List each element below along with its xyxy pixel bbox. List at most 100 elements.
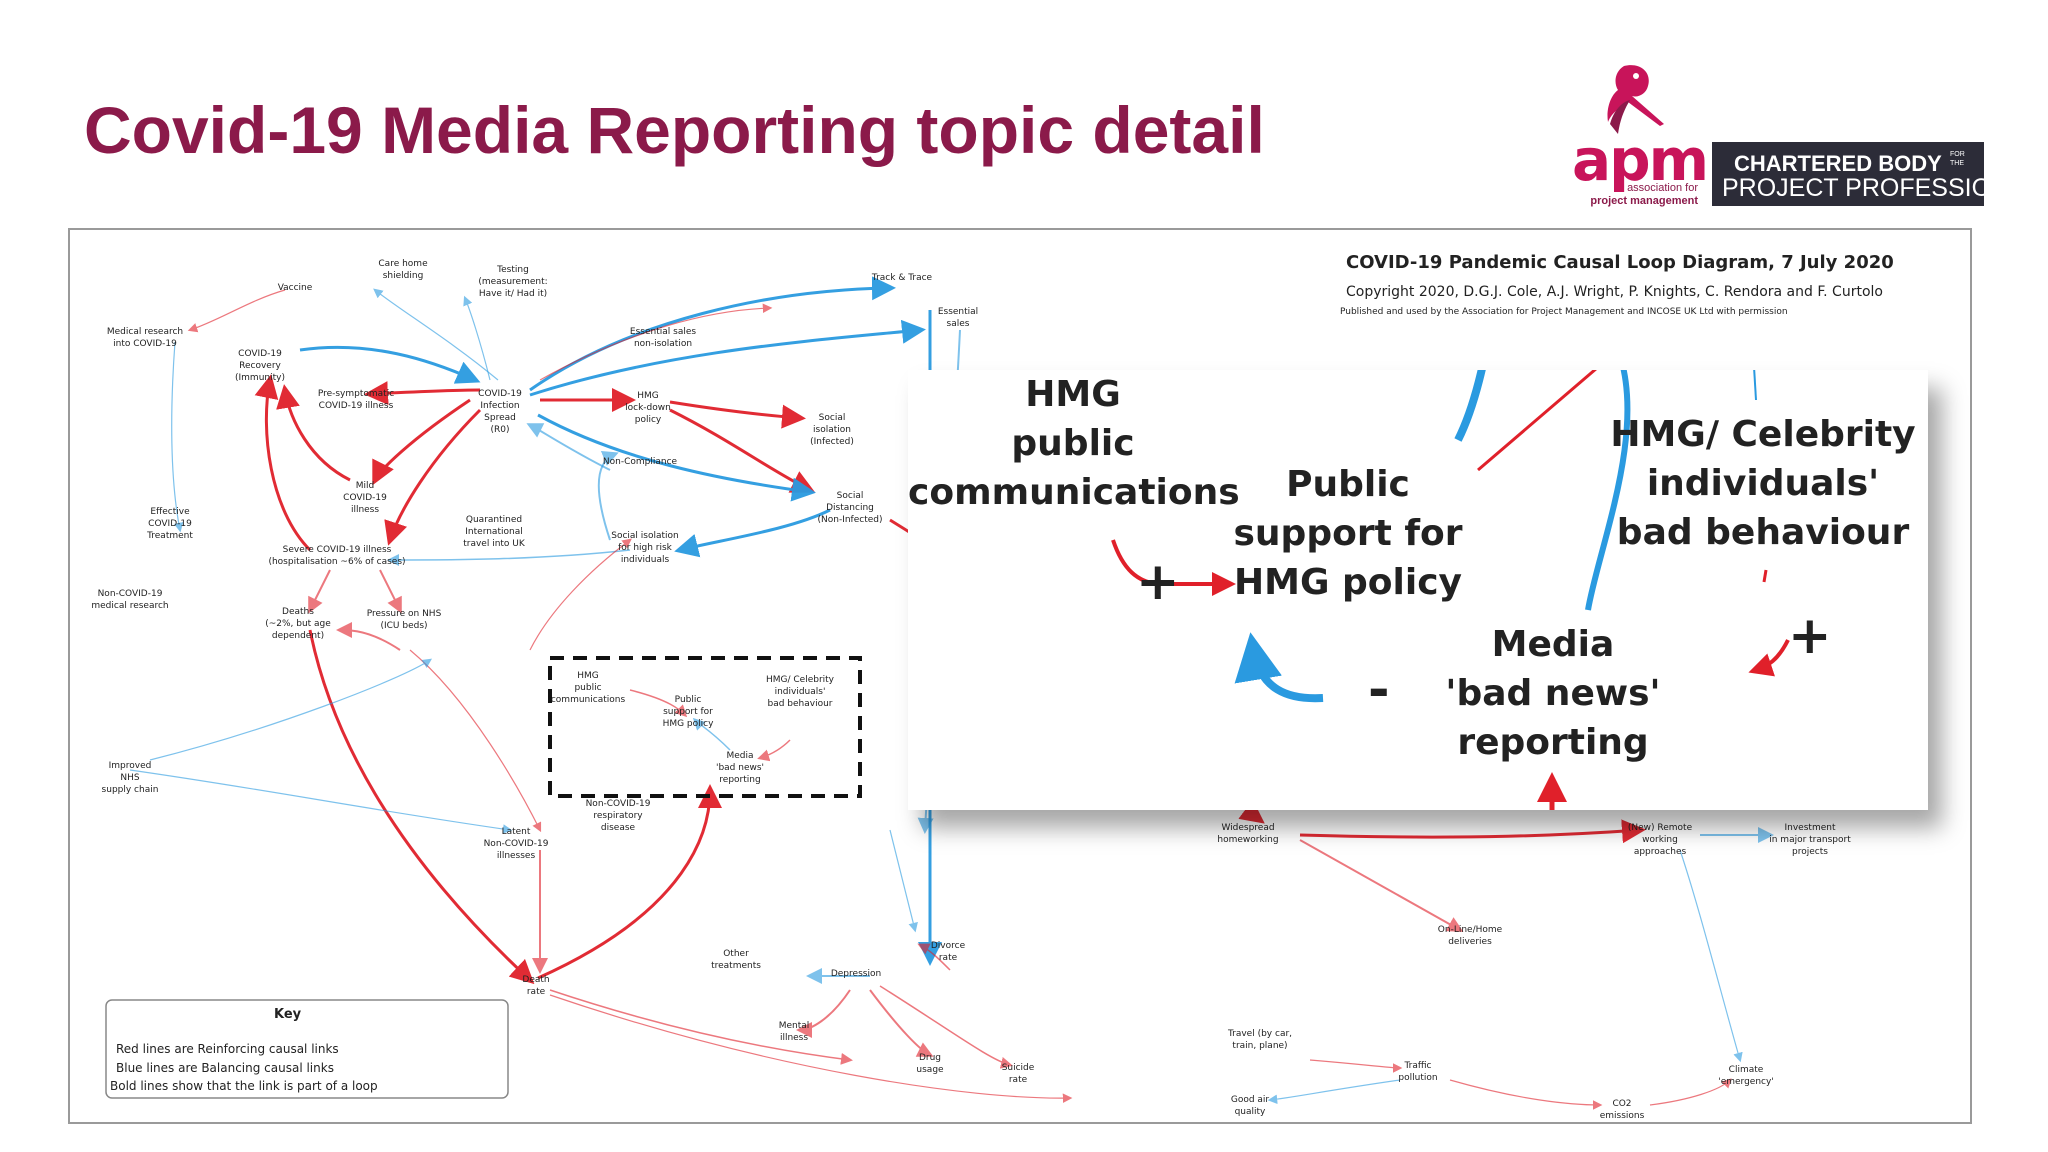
zoom-links bbox=[1111, 370, 1790, 810]
node-line: homeworking bbox=[1217, 835, 1278, 845]
node-line: lock-down bbox=[625, 403, 671, 413]
node-line: Death bbox=[522, 975, 549, 985]
causal-link bbox=[1267, 1079, 1401, 1105]
node-line: Latent bbox=[502, 827, 531, 837]
causal-link bbox=[308, 569, 331, 614]
node-line: HMG bbox=[577, 671, 599, 681]
node-line: policy bbox=[635, 415, 662, 425]
node-line: Non-COVID-19 bbox=[484, 839, 549, 849]
node-line: Social isolation bbox=[611, 531, 679, 541]
node-line: illness bbox=[351, 505, 379, 515]
node-line: HMG policy bbox=[663, 719, 715, 729]
node-line: Quarantined bbox=[466, 515, 522, 525]
node-line: Non-COVID-19 bbox=[98, 589, 163, 599]
zoom-media-line1: Media bbox=[1491, 624, 1615, 665]
zoom-celebrity-line1: HMG/ Celebrity bbox=[1610, 414, 1916, 455]
causal-link bbox=[463, 295, 491, 381]
node-line: Effective bbox=[150, 507, 190, 517]
node-line: Media bbox=[726, 751, 753, 761]
causal-link bbox=[537, 784, 722, 980]
node-line: Non-Compliance bbox=[603, 457, 678, 467]
chartered-line2: PROJECT PROFESSION bbox=[1722, 174, 2010, 202]
causal-link bbox=[364, 381, 481, 406]
node-line: supply chain bbox=[102, 785, 159, 795]
node-line: Widespread bbox=[1221, 823, 1274, 833]
node-climate: Climate'emergency' bbox=[1718, 1065, 1774, 1087]
zoom-media-line2: 'bad news' bbox=[1445, 673, 1661, 714]
apm-sub-line1: association for bbox=[1627, 182, 1698, 194]
node-line: Other bbox=[723, 949, 749, 959]
highlight-box bbox=[548, 656, 862, 798]
node-line: train, plane) bbox=[1232, 1041, 1287, 1051]
node-line: support for bbox=[663, 707, 713, 717]
key-line2: Blue lines are Balancing causal links bbox=[116, 1061, 334, 1075]
node-line: (R0) bbox=[490, 425, 509, 435]
node-line: non-isolation bbox=[634, 339, 692, 349]
node-line: (Immunity) bbox=[235, 373, 285, 383]
node-line: medical research bbox=[91, 601, 168, 611]
node-line: quality bbox=[1235, 1107, 1266, 1117]
node-line: Have it/ Had it) bbox=[479, 289, 547, 299]
node-line: disease bbox=[601, 823, 636, 833]
zoom-support-line1: Public bbox=[1286, 464, 1410, 505]
node-line: Mild bbox=[356, 481, 374, 491]
zoom-media-line3: reporting bbox=[1457, 722, 1649, 763]
causal-link bbox=[1679, 849, 1743, 1063]
zoom-hmg-line3: communications bbox=[908, 472, 1240, 513]
node-line: deliveries bbox=[1448, 937, 1492, 947]
causal-link bbox=[409, 649, 542, 833]
node-vaccine: Vaccine bbox=[278, 283, 313, 293]
node-line: sales bbox=[947, 319, 970, 329]
causal-link bbox=[1299, 839, 1464, 932]
causal-link bbox=[1649, 1078, 1732, 1106]
causal-link bbox=[549, 989, 853, 1065]
causal-link bbox=[597, 451, 619, 541]
node-line: emissions bbox=[1600, 1111, 1645, 1121]
node-non-covid-research: Non-COVID-19 medical research bbox=[91, 589, 168, 611]
node-line: illnesses bbox=[497, 851, 536, 861]
node-line: Testing bbox=[496, 265, 529, 275]
apm-sub-line2: project management bbox=[1590, 195, 1698, 207]
node-line: Deaths bbox=[282, 607, 314, 617]
node-line: 'bad news' bbox=[716, 763, 764, 773]
zoom-media-reporting: Media 'bad news' reporting bbox=[1408, 620, 1698, 767]
node-line: Divorce bbox=[931, 941, 966, 951]
node-line: (measurement: bbox=[478, 277, 547, 287]
node-line: HMG bbox=[637, 391, 659, 401]
causal-link bbox=[379, 569, 402, 614]
node-line: International bbox=[465, 527, 522, 537]
node-line: shielding bbox=[383, 271, 424, 281]
node-line: HMG/ Celebrity bbox=[766, 675, 835, 685]
node-line: in major transport bbox=[1769, 835, 1851, 845]
node-media-small: Media'bad news'reporting bbox=[716, 751, 764, 785]
causal-link bbox=[529, 319, 926, 397]
key-line3: Bold lines show that the link is part of… bbox=[110, 1079, 378, 1093]
node-pressure-nhs: Pressure on NHS(ICU beds) bbox=[367, 609, 442, 631]
node-line: Medical research bbox=[107, 327, 183, 337]
node-line: Social bbox=[837, 491, 864, 501]
zoom-hmg-line1: HMG bbox=[1025, 374, 1121, 415]
node-line: isolation bbox=[813, 425, 851, 435]
causal-link bbox=[529, 276, 896, 392]
node-line: Infection bbox=[480, 401, 519, 411]
node-line: Care home bbox=[378, 259, 428, 269]
node-line: COVID-19 bbox=[238, 349, 282, 359]
node-line: rate bbox=[1009, 1075, 1028, 1085]
key-title: Key bbox=[274, 1007, 302, 1022]
causal-link bbox=[629, 689, 688, 718]
node-line: respiratory bbox=[593, 811, 643, 821]
node-line: Drug bbox=[919, 1053, 941, 1063]
node-line: dependent) bbox=[272, 631, 324, 641]
zoom-celebrity-line2: individuals' bbox=[1646, 463, 1880, 504]
